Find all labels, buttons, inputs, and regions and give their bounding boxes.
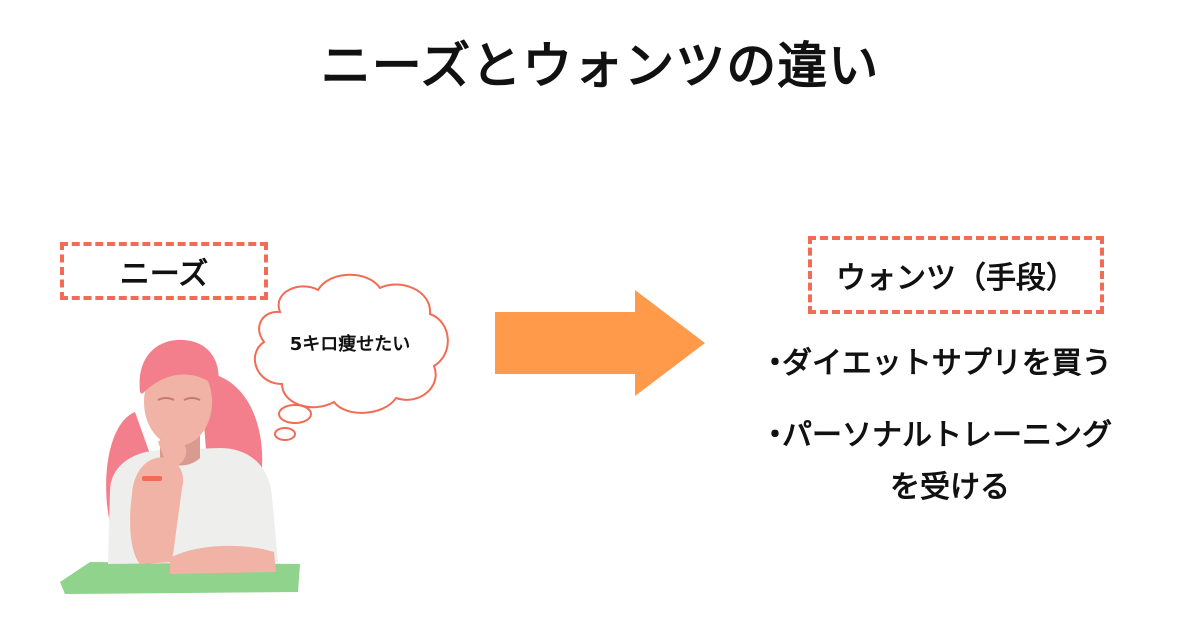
arm-table [170, 545, 276, 574]
needs-label-box: ニーズ [60, 242, 268, 300]
right-arrow-icon [495, 290, 705, 396]
arm-raised [130, 457, 184, 564]
list-item: ・ダイエットサプリを買う [760, 338, 1180, 390]
thinking-woman-illustration [60, 273, 449, 594]
bullet: ・ [760, 346, 790, 381]
thought-text: 5キロ痩せたい [289, 334, 411, 355]
wants-label-box: ウォンツ（手段） [808, 236, 1104, 314]
list-item-text: パーソナルトレーニング [782, 418, 1112, 453]
list-item-text-continued: を受ける [890, 470, 1010, 505]
thought-bubble [253, 273, 449, 441]
hair-fringe [139, 339, 219, 394]
list-item: ・パーソナルトレーニング を受ける [760, 410, 1180, 514]
needs-label: ニーズ [119, 257, 209, 292]
bullet: ・ [760, 418, 790, 453]
wants-list: ・ダイエットサプリを買う ・パーソナルトレーニング を受ける [760, 338, 1180, 534]
bracelet [142, 476, 162, 481]
wants-label: ウォンツ（手段） [836, 261, 1076, 296]
list-item-text: ダイエットサプリを買う [782, 346, 1112, 381]
page-title: ニーズとウォンツの違い [320, 37, 880, 95]
